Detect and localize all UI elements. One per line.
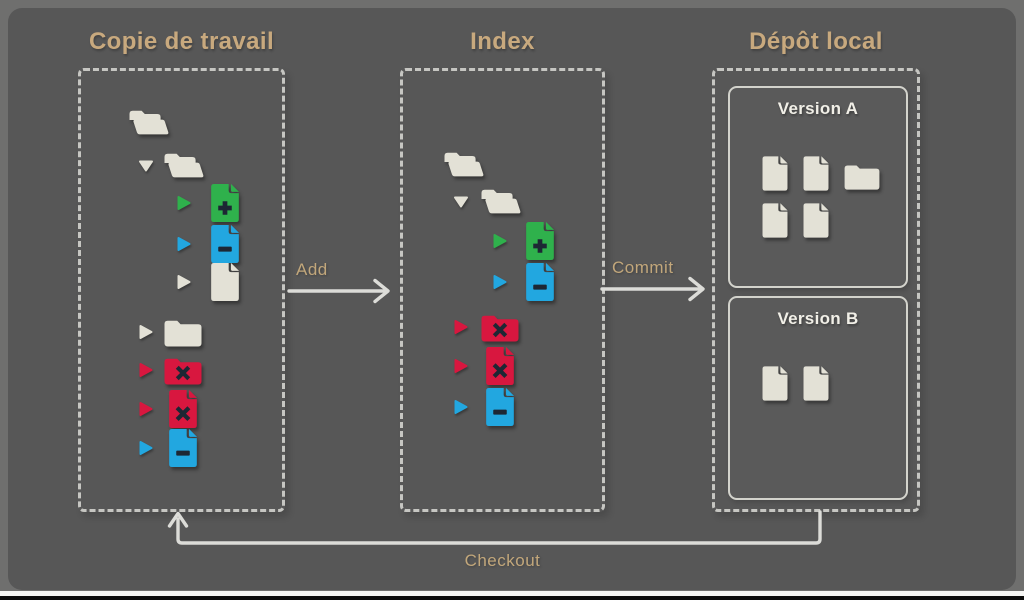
- file-icon: [760, 155, 790, 192]
- bottom-light-strip: [0, 591, 1024, 596]
- version-icon-row: [760, 155, 906, 192]
- version-a-icons: [730, 119, 906, 239]
- commit-arrow-label: Commit: [612, 258, 674, 277]
- version-icon-row: [760, 365, 906, 402]
- diagram-card-background: [8, 8, 1016, 590]
- file-icon: [760, 202, 790, 239]
- version-icon-row: [760, 202, 906, 239]
- file-icon: [801, 202, 831, 239]
- column-title-local-repo: Dépôt local: [749, 28, 883, 55]
- add-arrow-label: Add: [296, 260, 328, 279]
- version-b-box: Version B: [728, 296, 908, 500]
- version-a-label: Version A: [777, 99, 859, 118]
- file-icon: [801, 365, 831, 402]
- index-box: [400, 68, 605, 512]
- version-a-box: Version A: [728, 86, 908, 288]
- bottom-black-strip: [0, 596, 1024, 600]
- version-b-icons: [730, 329, 906, 402]
- working-copy-box: [78, 68, 285, 512]
- version-b-label: Version B: [777, 309, 859, 328]
- column-title-index: Index: [470, 28, 535, 55]
- file-icon: [760, 365, 790, 402]
- folder-icon: [842, 160, 882, 192]
- column-title-working-copy: Copie de travail: [88, 28, 275, 55]
- file-icon: [801, 155, 831, 192]
- checkout-arrow-label: Checkout: [464, 551, 541, 570]
